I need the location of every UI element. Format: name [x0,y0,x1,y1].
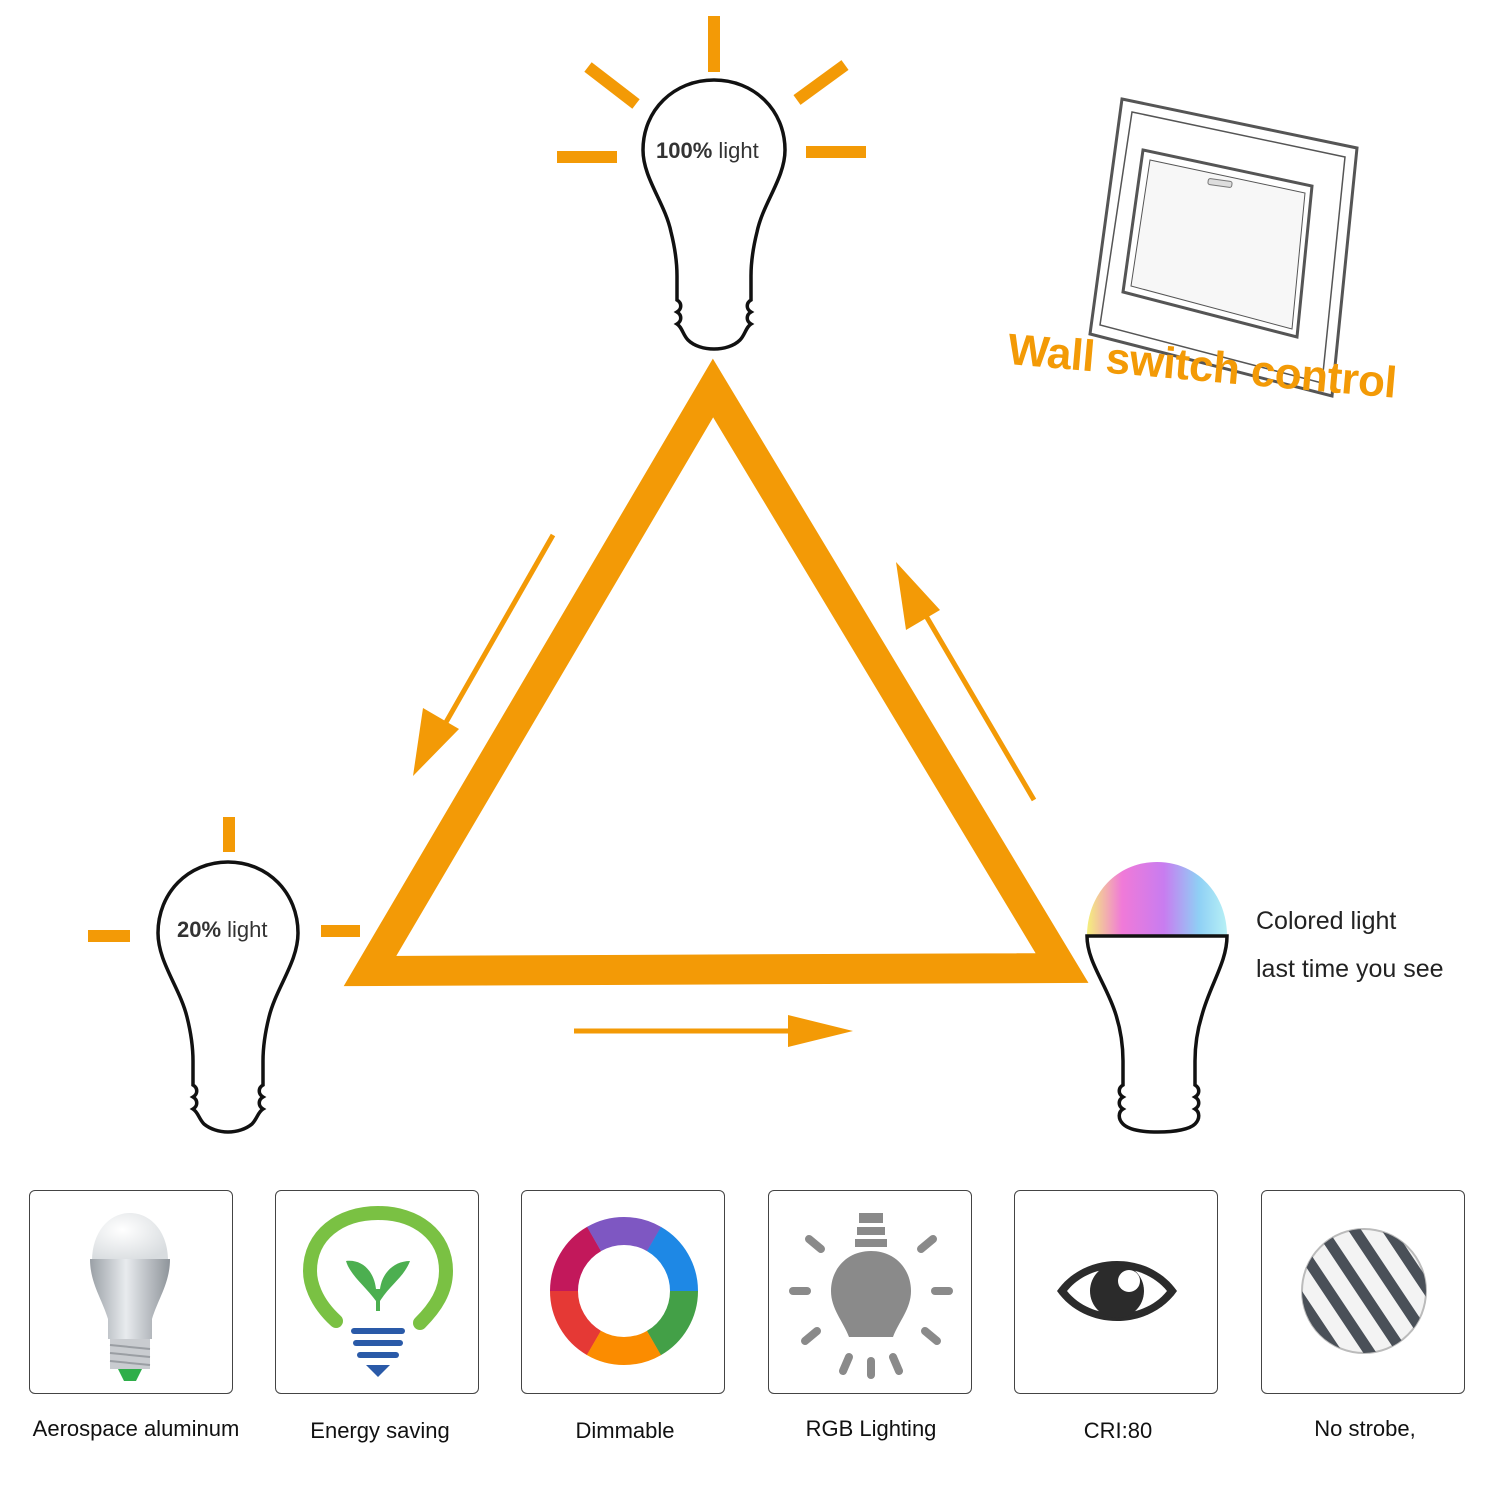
colored-label-line1: Colored light [1256,907,1397,935]
feature-label-energy: Energy saving [310,1418,450,1443]
bulb-outline [156,860,300,1134]
colored-light-bulb [1085,862,1229,1134]
color-ring-icon [550,1217,698,1365]
dim-brightness-bulb [88,817,360,1134]
bulb-outline [641,78,787,351]
feature-energy [275,1190,479,1394]
striped-circle-icon [1301,1228,1427,1354]
dim-bulb-label: 20% light [177,917,268,943]
aluminum-bulb-icon [90,1213,170,1381]
wall-switch-illustration [1088,97,1359,398]
bulb-outline [1085,934,1229,1134]
feature-label-rgb: RGB Lighting [805,1416,937,1441]
leaf-bulb-icon [302,1205,454,1377]
colored-label-line2: last time you see [1256,955,1444,983]
light-rays [88,817,360,942]
arrow-down-left [413,533,556,776]
feature-rgb [768,1190,972,1394]
feature-aluminum [29,1190,233,1394]
feature-dimmable [521,1190,725,1394]
feature-label-dimmable: Dimmable [575,1418,675,1443]
feature-cri [1014,1190,1218,1394]
arrow-up-left [896,562,1037,802]
full-brightness-bulb [557,16,866,351]
feature-label-aluminum: Aerospace aluminum [32,1416,240,1441]
full-bulb-label: 100% light [656,138,759,164]
feature-label-no-strobe: No strobe, [1314,1416,1416,1441]
feature-no-strobe [1261,1190,1465,1394]
glowing-bulb-icon [789,1213,953,1379]
full-percent: 100% [656,138,713,163]
rgb-dome [1087,862,1227,936]
feature-label-cri: CRI:80 [1083,1418,1153,1443]
dim-suffix: light [221,917,268,942]
dim-percent: 20% [177,917,222,942]
arrow-right [574,1015,853,1047]
cycle-triangle [343,358,1089,987]
eye-icon [1057,1261,1177,1321]
light-rays [557,16,866,163]
full-suffix: light [712,138,759,163]
